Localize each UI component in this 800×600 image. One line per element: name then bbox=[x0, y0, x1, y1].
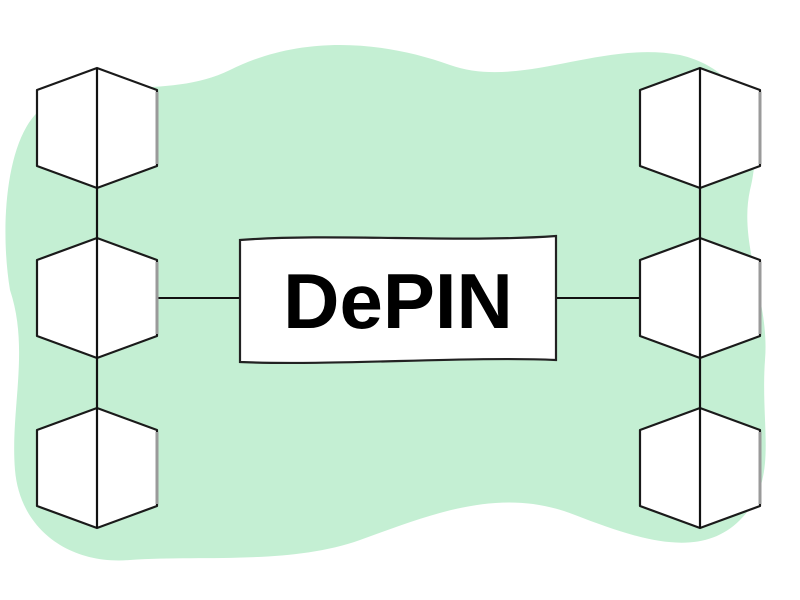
left-node-column bbox=[35, 66, 159, 530]
depin-label-box: DePIN bbox=[238, 234, 558, 365]
depin-label-text: DePIN bbox=[283, 257, 513, 345]
right-node-column bbox=[638, 66, 762, 530]
